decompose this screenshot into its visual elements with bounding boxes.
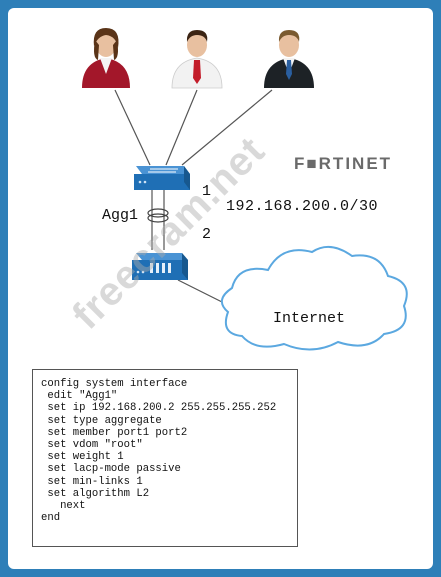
port1-label: 1 [202,183,212,200]
config-line: set type aggregate [41,414,162,427]
config-line: set min-links 1 [41,475,143,488]
internet-cloud-icon [221,245,408,351]
agg-ring-icon [147,208,169,218]
male-user-red-tie-icon [171,30,223,89]
config-line: set weight 1 [41,451,124,464]
female-user-icon [82,28,130,88]
link-user3 [181,89,273,166]
port2-label: 2 [202,226,212,243]
fortigate-firewall-icon [132,253,188,280]
config-line: next [41,500,86,513]
config-line: set ip 192.168.200.2 255.255.255.252 [41,402,277,415]
config-line: edit "Agg1" [41,390,118,403]
fortinet-logo: F■RTINET [294,154,393,173]
config-line: set member port1 port2 [41,426,188,439]
male-user-dark-suit-icon [264,30,314,88]
link-user2 [165,89,198,166]
config-line: config system interface [41,378,188,390]
config-box: config system interface edit "Agg1" set … [32,369,298,547]
link-user1 [114,89,151,166]
config-line: set algorithm L2 [41,487,150,500]
config-line: end [41,512,61,525]
config-line: set lacp-mode passive [41,463,181,476]
subnet-label: 192.168.200.0/30 [226,198,379,215]
config-line: set vdom "root" [41,439,143,452]
link-internet [177,279,229,306]
switch-icon [134,166,190,190]
aggregate-label: Agg1 [102,207,139,224]
internet-label: Internet [273,310,346,327]
